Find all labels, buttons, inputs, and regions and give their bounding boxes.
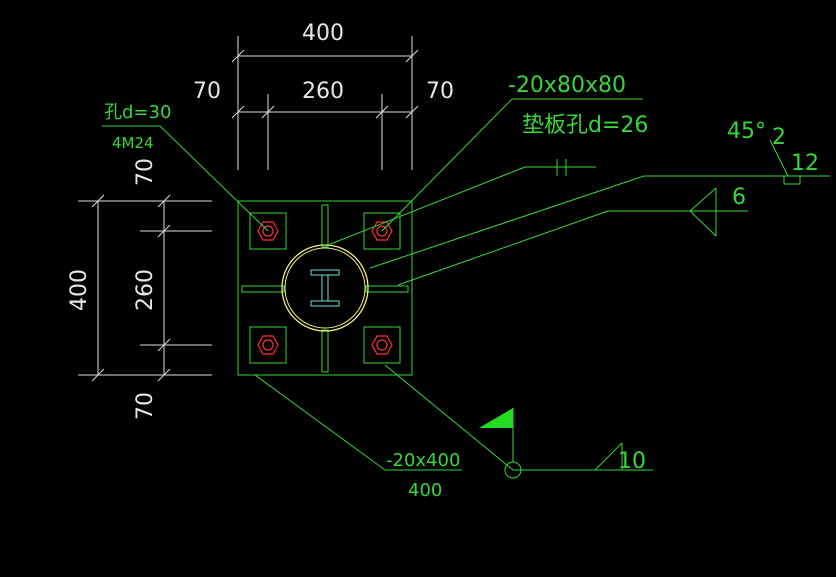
left-dim-top-edge: 70 [133, 158, 158, 186]
left-dim-bottom-edge: 70 [133, 392, 158, 420]
top-dim-overall: 400 [302, 21, 344, 46]
weld-mid-size-label: 6 [732, 185, 746, 210]
left-dim-inner: 260 [133, 269, 158, 311]
base-plate-label-line2: 400 [408, 480, 442, 501]
washer-leader [381, 98, 643, 232]
bolt-icon [257, 335, 279, 355]
circular-column [281, 244, 369, 332]
bolt-icon [257, 221, 279, 241]
top-dimensions [231, 36, 419, 170]
weld-leader-upper [327, 159, 596, 246]
top-dim-left-edge: 70 [193, 79, 221, 104]
hole-leader [102, 125, 269, 232]
weld-leader-mid [397, 187, 748, 286]
bolt-icon [371, 335, 393, 355]
weld-leader-right [369, 139, 830, 269]
stiffener-ribs [241, 204, 409, 373]
i-beam-section [310, 269, 340, 307]
top-dim-right-edge: 70 [426, 79, 454, 104]
flag-icon [479, 408, 513, 428]
weld-gap-label: 2 [772, 125, 786, 150]
bolt-icon [371, 221, 393, 241]
weld-angle-label: 45° [727, 119, 766, 144]
left-dim-overall: 400 [67, 269, 92, 311]
left-dimensions [78, 194, 212, 382]
washer-label-line1: -20x80x80 [508, 73, 626, 98]
hole-label-line2: 4M24 [112, 134, 154, 152]
base-plate-label-line1: -20x400 [386, 450, 460, 471]
washer-plates [249, 212, 401, 364]
base-plate-leader [254, 374, 462, 471]
flag-weld-size-label: 10 [618, 449, 646, 474]
base-plate [237, 200, 413, 376]
washer-label-line2: 垫板孔d=26 [522, 113, 648, 138]
top-dim-inner: 260 [302, 79, 344, 104]
weld-size-label: 12 [791, 151, 819, 176]
hole-label-line1: 孔d=30 [104, 102, 171, 123]
